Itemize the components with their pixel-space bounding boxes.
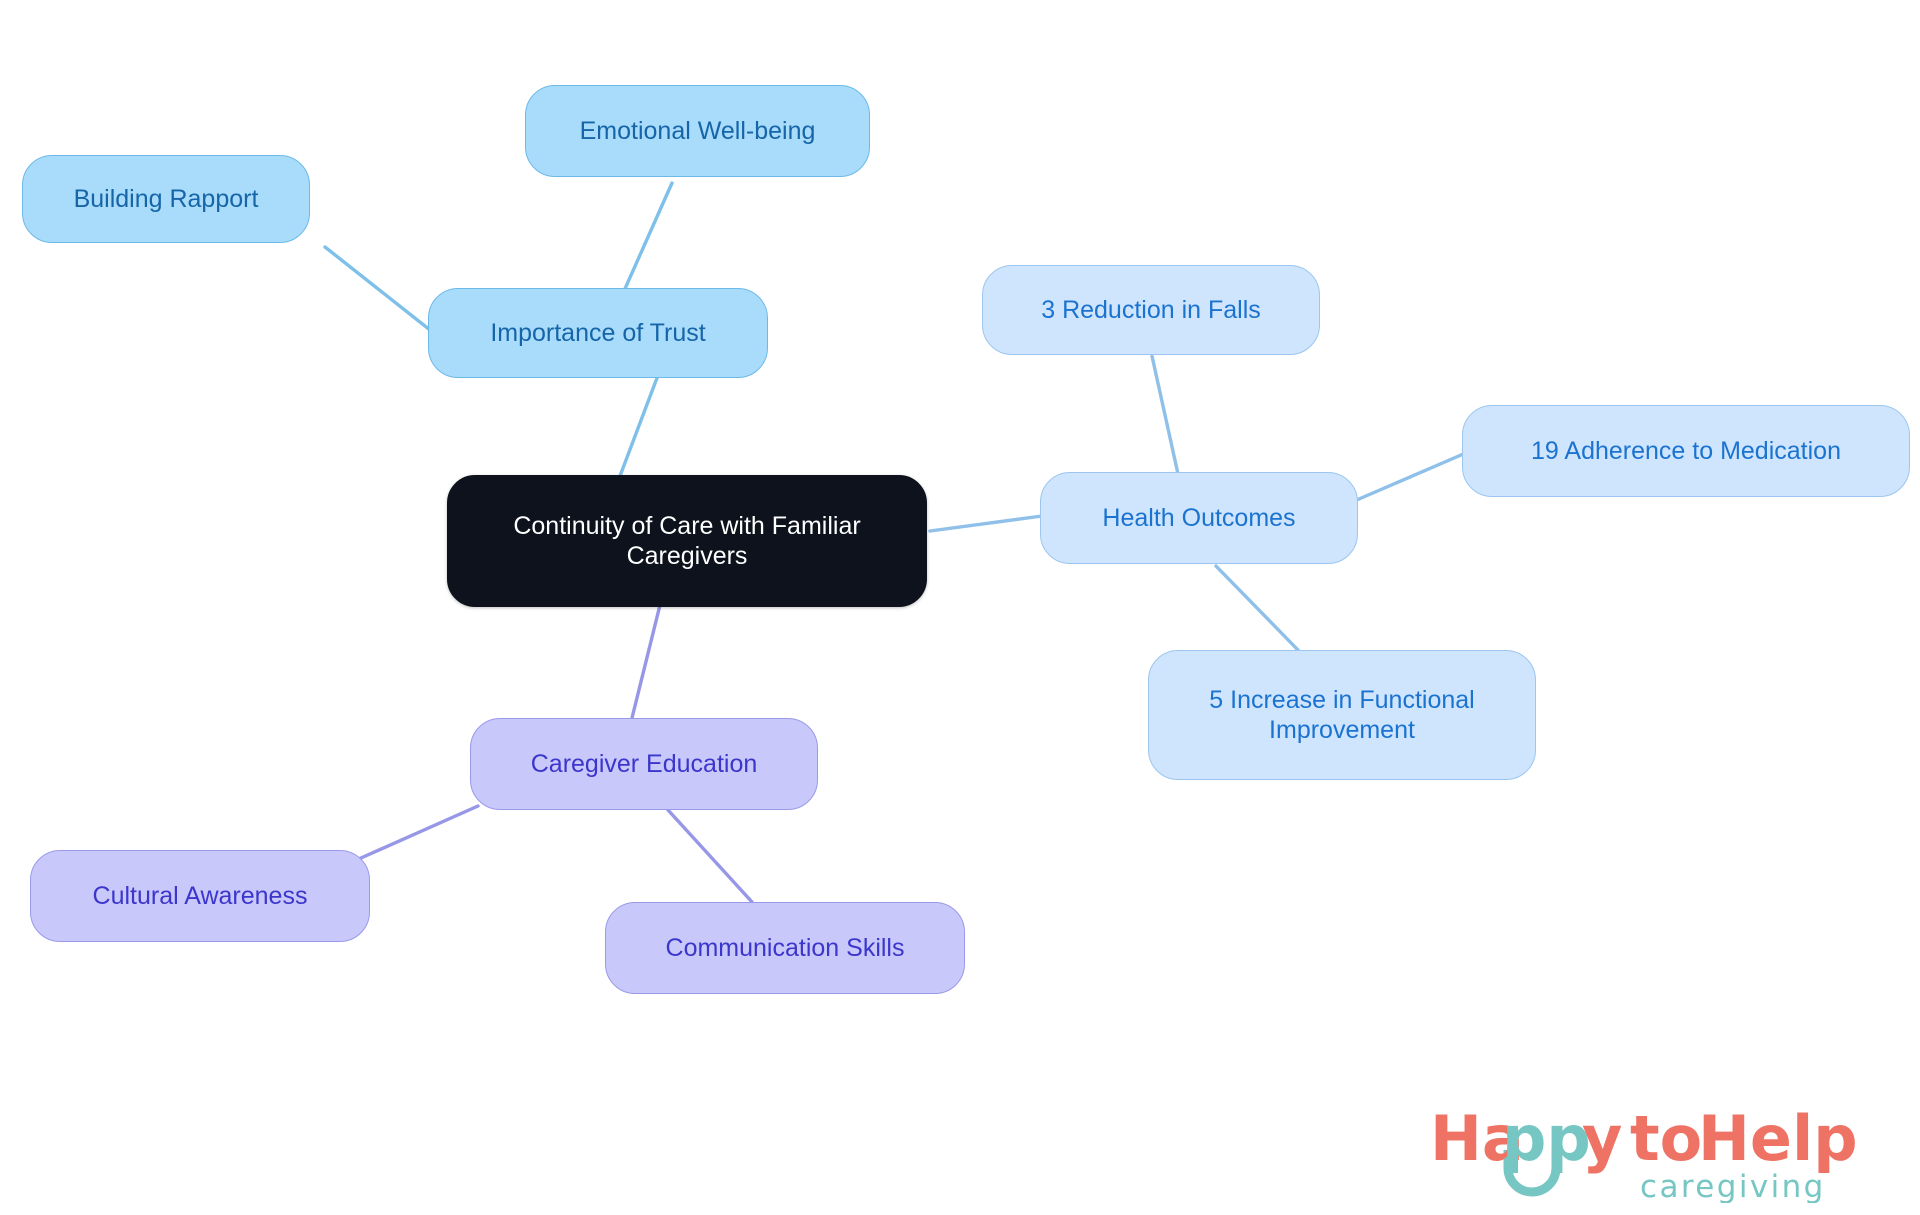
node-functional-improvement[interactable]: 5 Increase in Functional Improvement: [1148, 650, 1536, 780]
node-emotional-well-being[interactable]: Emotional Well-being: [525, 85, 870, 177]
node-building-rapport[interactable]: Building Rapport: [22, 155, 310, 243]
node-importance-of-trust[interactable]: Importance of Trust: [428, 288, 768, 378]
node-label: 19 Adherence to Medication: [1531, 436, 1841, 465]
logo-word-to: to: [1630, 1102, 1702, 1175]
node-communication-skills[interactable]: Communication Skills: [605, 902, 965, 994]
smile-icon: [1503, 1150, 1561, 1197]
node-cultural-awareness[interactable]: Cultural Awareness: [30, 850, 370, 942]
node-label: Emotional Well-being: [579, 116, 816, 145]
node-label: Cultural Awareness: [92, 881, 308, 910]
logo-word-caregiving: caregiving: [1640, 1169, 1826, 1203]
node-adherence-to-medication[interactable]: 19 Adherence to Medication: [1462, 405, 1910, 497]
logo-word-happy: Ha: [1430, 1102, 1524, 1175]
edge-education-to-communication-skills: [666, 808, 754, 904]
edge-education-to-cultural-awareness: [350, 804, 480, 864]
node-label: Building Rapport: [73, 184, 259, 213]
edge-trust-to-emotional-well-being: [618, 181, 674, 302]
node-reduction-in-falls[interactable]: 3 Reduction in Falls: [982, 265, 1320, 355]
node-label: Caregiver Education: [530, 749, 758, 778]
node-health-outcomes[interactable]: Health Outcomes: [1040, 472, 1358, 564]
node-label: Communication Skills: [665, 933, 905, 962]
logo-artwork: Ha pp y to Help caregiving: [1430, 1102, 1858, 1203]
edge-trust-to-building-rapport: [323, 245, 432, 332]
edge-health-to-functional-improvement: [1214, 564, 1300, 652]
node-label: 3 Reduction in Falls: [1041, 295, 1261, 324]
node-label: Importance of Trust: [490, 318, 706, 347]
node-root-continuity-of-care[interactable]: Continuity of Care with Familiar Caregiv…: [447, 475, 927, 607]
edge-root-to-caregiver-education: [630, 603, 662, 720]
edge-root-to-health-outcomes: [928, 514, 1044, 533]
node-caregiver-education[interactable]: Caregiver Education: [470, 718, 818, 810]
logo-word-help: Help: [1698, 1102, 1858, 1175]
node-label: Health Outcomes: [1102, 503, 1296, 532]
edge-health-to-reduction-in-falls: [1150, 354, 1180, 476]
node-label: Continuity of Care with Familiar Caregiv…: [513, 511, 861, 571]
node-label: 5 Increase in Functional Improvement: [1209, 685, 1475, 745]
logo-word-y: y: [1582, 1102, 1622, 1175]
edge-health-to-adherence-to-medication: [1350, 450, 1470, 504]
happy-to-help-logo: Ha pp y to Help caregiving: [1430, 1098, 1880, 1203]
edge-root-to-importance-of-trust: [618, 368, 662, 478]
logo-word-pp: pp: [1502, 1102, 1591, 1175]
